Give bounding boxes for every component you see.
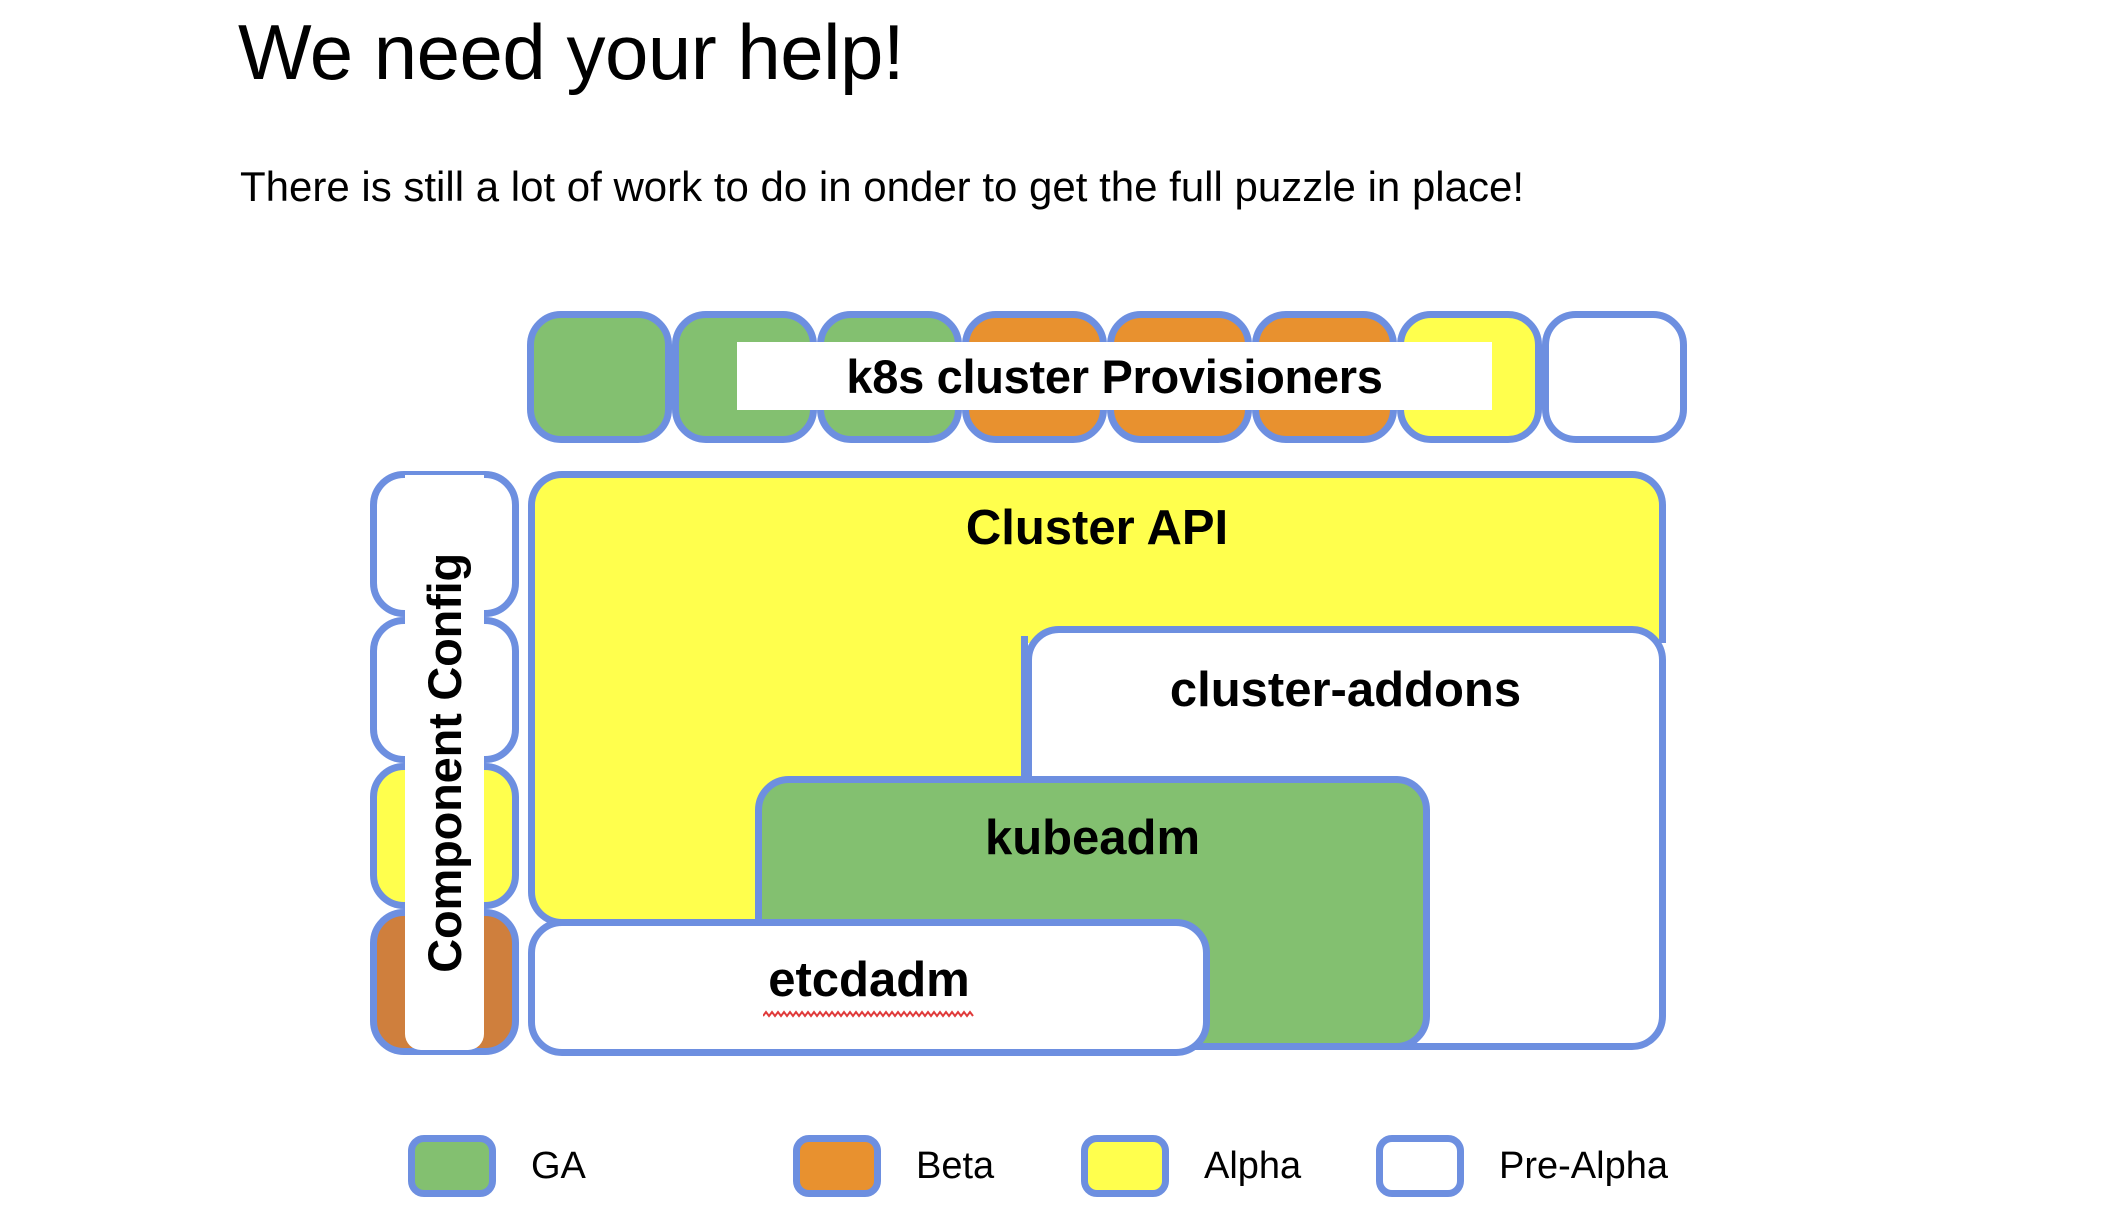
legend-label-beta: Beta (916, 1144, 995, 1187)
spellcheck-squiggle-icon (763, 1010, 975, 1018)
page-title: We need your help! (238, 8, 905, 96)
cluster-api-block[interactable] (528, 471, 1666, 643)
provisioners-label-banner: k8s cluster Provisioners (737, 342, 1492, 410)
etcdadm-block[interactable] (528, 919, 1210, 1056)
cluster-addons-label: cluster-addons (1169, 663, 1522, 717)
legend-item-beta: Beta (793, 1128, 994, 1204)
component-config-label: Component Config (418, 552, 471, 973)
legend-swatch-ga-icon (408, 1135, 496, 1197)
provisioner-cell-1[interactable] (527, 311, 672, 443)
legend-swatch-pre-alpha-icon (1376, 1135, 1464, 1197)
status-legend: GA Beta Alpha Pre-Alpha (408, 1128, 1728, 1204)
legend-item-ga: GA (408, 1128, 586, 1204)
legend-item-pre-alpha: Pre-Alpha (1376, 1128, 1668, 1204)
legend-swatch-beta-icon (793, 1135, 881, 1197)
provisioners-label: k8s cluster Provisioners (846, 349, 1383, 403)
provisioner-cell-8[interactable] (1542, 311, 1687, 443)
kubeadm-label: kubeadm (984, 811, 1201, 865)
cluster-api-label: Cluster API (965, 501, 1229, 555)
legend-item-alpha: Alpha (1081, 1128, 1301, 1204)
legend-label-pre-alpha: Pre-Alpha (1499, 1144, 1668, 1187)
legend-label-ga: GA (531, 1144, 586, 1187)
etcdadm-label: etcdadm (768, 953, 970, 1007)
legend-swatch-alpha-icon (1081, 1135, 1169, 1197)
legend-label-alpha: Alpha (1204, 1144, 1302, 1187)
component-config-label-strip: Component Config (405, 475, 484, 1050)
page-subtitle: There is still a lot of work to do in on… (240, 163, 1525, 210)
